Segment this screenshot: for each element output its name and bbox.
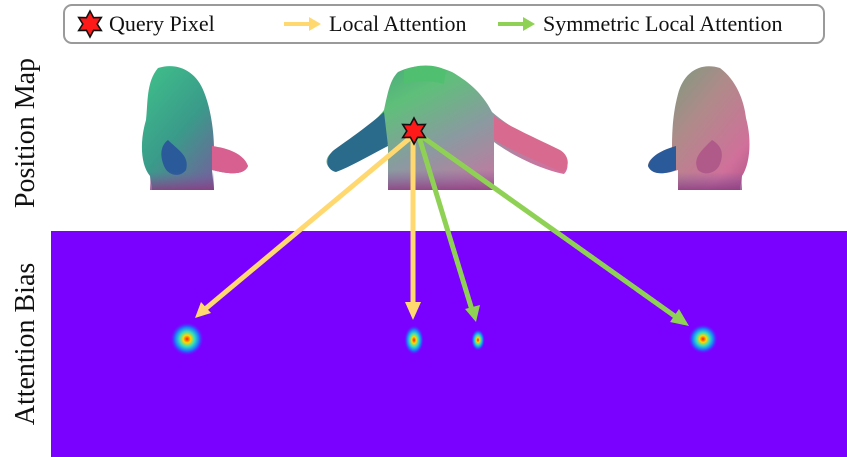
symmetric-arrow-right [421, 135, 679, 320]
legend-item-query: Query Pixel [75, 6, 215, 42]
heat-blob-left [170, 322, 204, 356]
position-map-center-figure [326, 65, 568, 190]
legend-local-label: Local Attention [329, 11, 467, 36]
position-map-right-figure [648, 66, 750, 190]
symmetric-arrow-center [417, 137, 475, 313]
symmetric-attention-arrows [417, 135, 689, 326]
attention-heat-blobs [170, 322, 718, 356]
heat-blob-center [404, 325, 424, 355]
local-arrow-left-head [195, 302, 211, 318]
arrow-right-icon [498, 17, 535, 31]
legend-item-symmetric: Symmetric Local Attention [497, 6, 783, 42]
heat-blob-right [688, 324, 718, 354]
symmetric-arrow-right-head [670, 309, 689, 326]
position-map-left-figure [141, 66, 248, 190]
legend-item-local: Local Attention [283, 6, 466, 42]
symmetric-arrow-center-head [465, 305, 480, 322]
legend-query-label: Query Pixel [109, 11, 215, 36]
query-pixel-star-icon [401, 116, 427, 146]
local-arrow-down-head [405, 302, 421, 320]
local-attention-arrows [195, 135, 421, 320]
star-icon [77, 9, 103, 39]
arrow-right-icon [284, 17, 321, 31]
legend: Query Pixel Local Attention Symmetric Lo… [63, 4, 825, 44]
local-arrow-left [201, 135, 413, 313]
heat-blob-center-symmetric [471, 329, 485, 351]
legend-symmetric-label: Symmetric Local Attention [543, 11, 783, 36]
